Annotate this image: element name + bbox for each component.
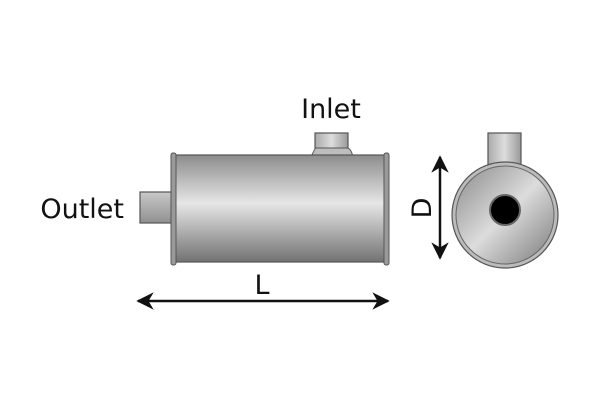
end-view [451, 132, 559, 269]
inlet-label: Inlet [301, 94, 361, 125]
diameter-label: D [407, 198, 438, 219]
length-label: L [254, 270, 269, 301]
outlet-pipe [139, 191, 175, 224]
outlet-label: Outlet [40, 194, 124, 225]
side-view [139, 132, 390, 266]
muffler-body [174, 154, 388, 263]
end-view-outlet-hole [489, 194, 521, 226]
left-flange [170, 152, 177, 266]
right-flange [383, 152, 390, 266]
